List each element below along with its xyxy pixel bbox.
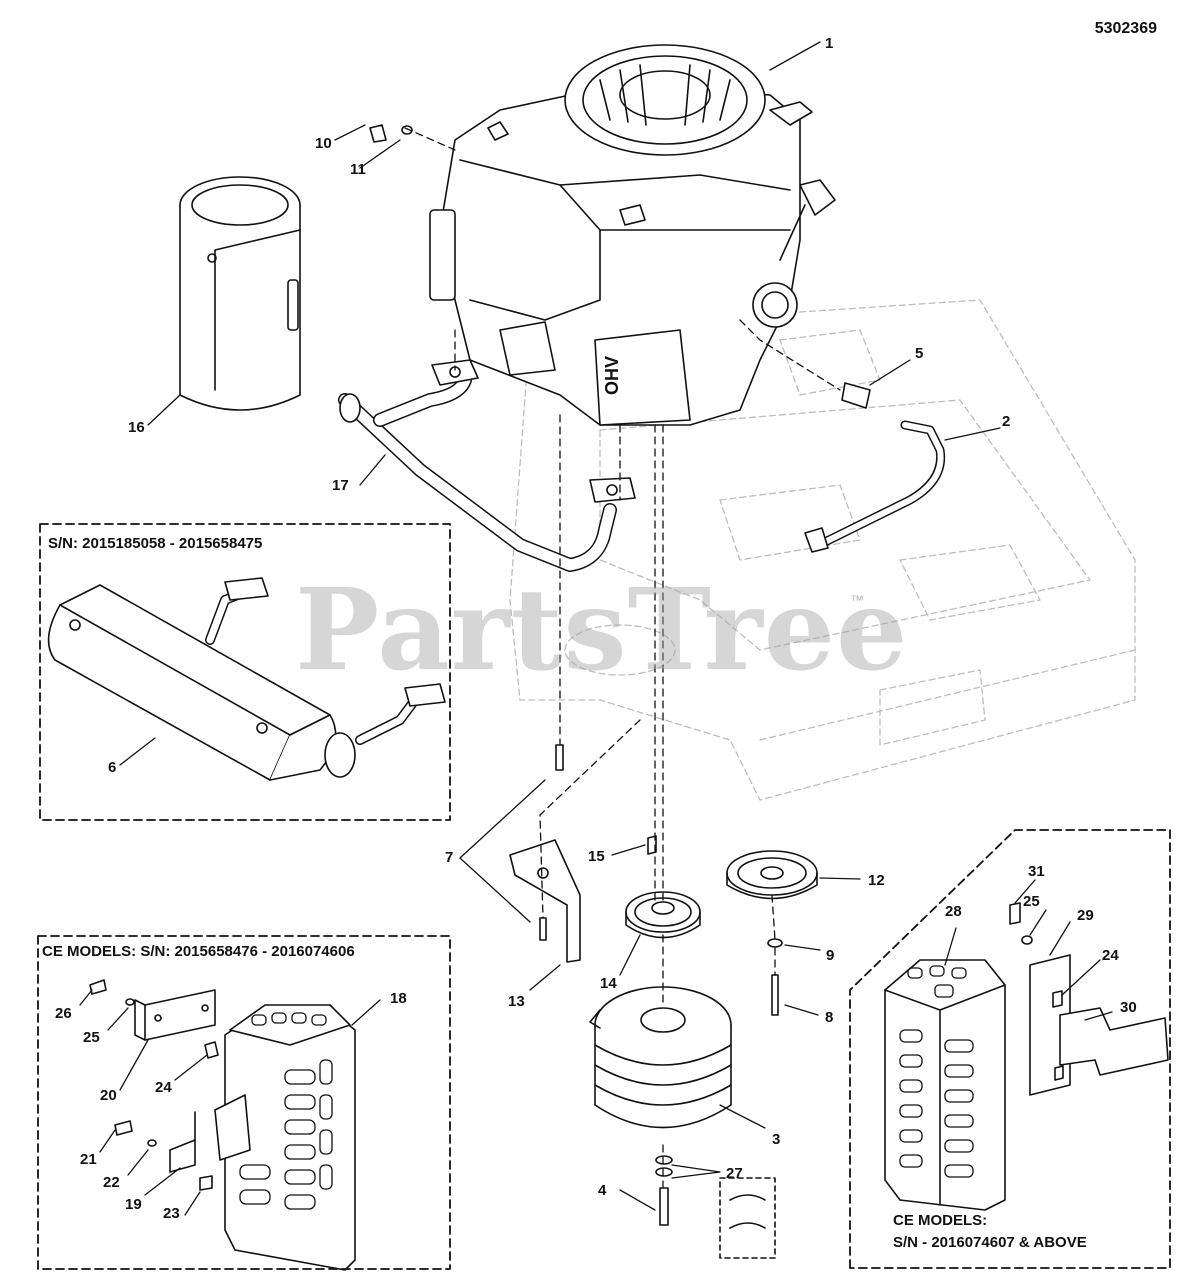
watermark-trademark: ™ <box>850 592 864 608</box>
sn-box-title: S/N: 2015185058 - 2015658475 <box>48 535 263 552</box>
retaining-rings <box>729 1194 766 1229</box>
callout-10: 10 <box>315 135 332 152</box>
bracket-13 <box>509 839 581 963</box>
frame-boxes <box>37 523 1171 1270</box>
bolts-and-washers <box>369 124 783 1226</box>
callout-6: 6 <box>108 759 117 776</box>
callout-28: 28 <box>945 903 962 920</box>
callout-25-right: 25 <box>1023 893 1040 910</box>
callout-15: 15 <box>588 848 605 865</box>
callout-3: 3 <box>772 1131 781 1148</box>
callout-23: 23 <box>163 1205 180 1222</box>
callout-17: 17 <box>332 477 349 494</box>
callout-25-left: 25 <box>83 1029 100 1046</box>
callout-26: 26 <box>55 1005 72 1022</box>
callout-8: 8 <box>825 1009 834 1026</box>
ce-right-line1: CE MODELS: <box>893 1212 988 1229</box>
ce-right-title: CE MODELS: S/N - 2016074607 & ABOVE <box>893 1210 1087 1254</box>
document-number: 5302369 <box>1094 20 1157 37</box>
muffler-horizontal <box>47 577 446 781</box>
heat-shield-28 <box>884 959 1006 1211</box>
svg-text:OHV: OHV <box>602 356 622 395</box>
watermark: PartsTree <box>295 565 909 696</box>
callout-11: 11 <box>350 161 366 178</box>
callout-19: 19 <box>125 1196 142 1213</box>
callout-21: 21 <box>80 1151 97 1168</box>
callout-22: 22 <box>103 1174 120 1191</box>
callout-24-right: 24 <box>1102 947 1119 964</box>
callout-18: 18 <box>390 990 407 1007</box>
callout-2: 2 <box>1002 413 1011 430</box>
callout-9: 9 <box>826 947 835 964</box>
callout-31: 31 <box>1028 863 1045 880</box>
callout-24-left: 24 <box>155 1079 172 1096</box>
brackets-ce-left <box>89 979 219 1191</box>
callout-27: 27 <box>726 1165 743 1182</box>
brackets-ce-right <box>1009 902 1169 1096</box>
leader-lines <box>79 41 1113 1216</box>
callout-1: 1 <box>825 35 834 52</box>
callout-4: 4 <box>598 1182 607 1199</box>
callout-5: 5 <box>915 345 924 362</box>
assembly-lines <box>404 127 841 1189</box>
callout-7: 7 <box>445 849 454 866</box>
muffler-upright <box>179 176 301 411</box>
callout-14: 14 <box>600 975 617 992</box>
callout-13: 13 <box>508 993 525 1010</box>
callout-12: 12 <box>868 872 885 889</box>
callout-30: 30 <box>1120 999 1137 1016</box>
mower-frame <box>509 299 1136 801</box>
callout-20: 20 <box>100 1087 117 1104</box>
engine: OHV <box>429 44 836 426</box>
heat-shield-18 <box>214 1004 356 1271</box>
detail-inset-27 <box>719 1177 776 1259</box>
exhaust-pipe <box>338 359 636 572</box>
fuel-line <box>804 382 946 553</box>
idler-pulley <box>726 850 818 900</box>
callout-16: 16 <box>128 419 145 436</box>
callout-29: 29 <box>1077 907 1094 924</box>
pto-clutch <box>589 986 732 1129</box>
ce-box-title: CE MODELS: S/N: 2015658476 - 2016074606 <box>42 943 355 960</box>
ce-right-line2: S/N - 2016074607 & ABOVE <box>893 1234 1087 1251</box>
